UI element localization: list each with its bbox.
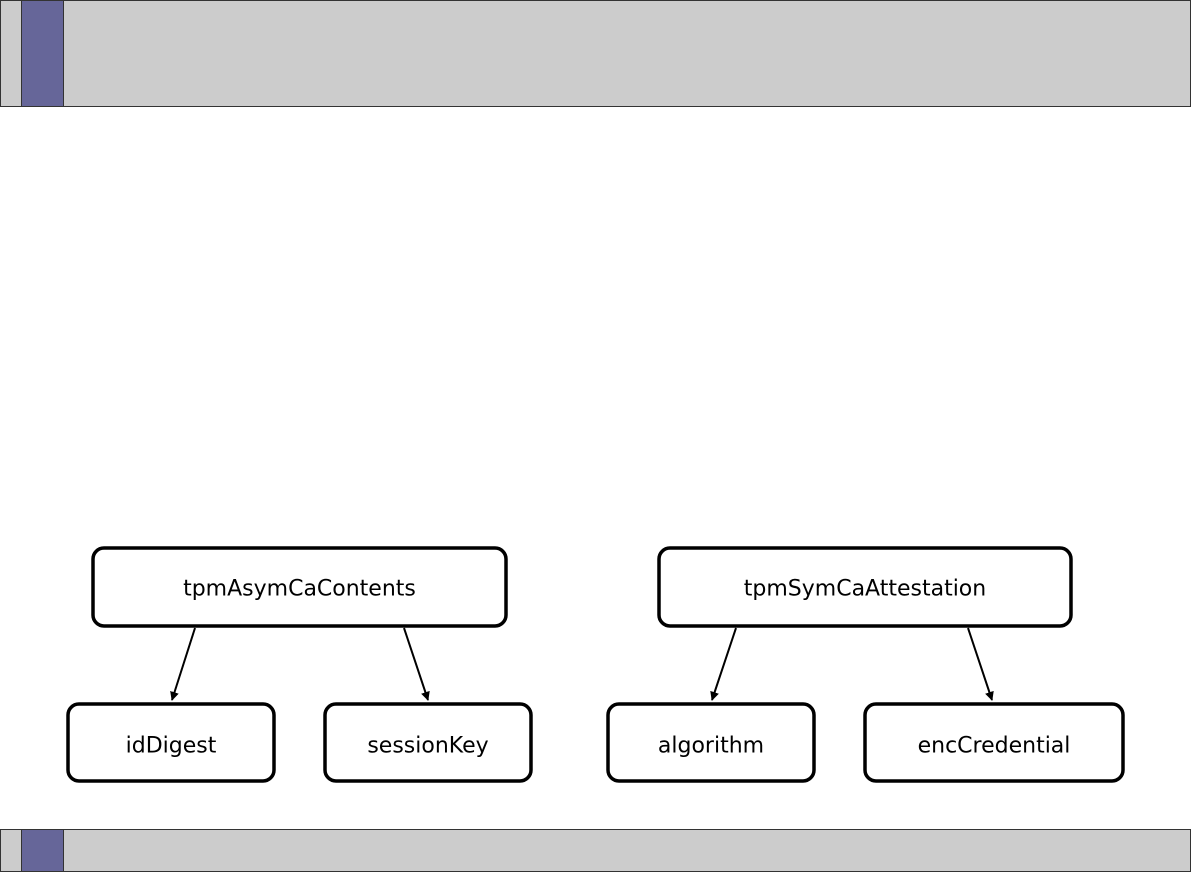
footer-accent-block [21,830,64,871]
header-bar [0,0,1191,107]
header-accent-block [21,1,64,106]
edge-tpmasymcacontents-sessionkey [403,627,430,701]
node-label: idDigest [126,734,217,759]
node-label: algorithm [658,734,764,759]
node-tpmasymcacontents: tpmAsymCaContents [91,546,508,628]
edge-tpmasymcacontents-iddigest [170,627,196,701]
node-label: encCredential [918,734,1071,759]
edge-tpmsymcaattestation-enccredential [967,627,994,701]
node-enccredential: encCredential [863,702,1125,783]
node-label: tpmAsymCaContents [183,577,416,602]
edge-tpmsymcaattestation-algorithm [710,627,737,701]
node-sessionkey: sessionKey [323,702,533,783]
node-label: sessionKey [367,734,488,759]
footer-bar [0,829,1191,872]
node-algorithm: algorithm [606,702,816,783]
node-tpmsymcaattestation: tpmSymCaAttestation [657,546,1073,628]
node-iddigest: idDigest [66,702,276,783]
node-label: tpmSymCaAttestation [744,577,986,602]
